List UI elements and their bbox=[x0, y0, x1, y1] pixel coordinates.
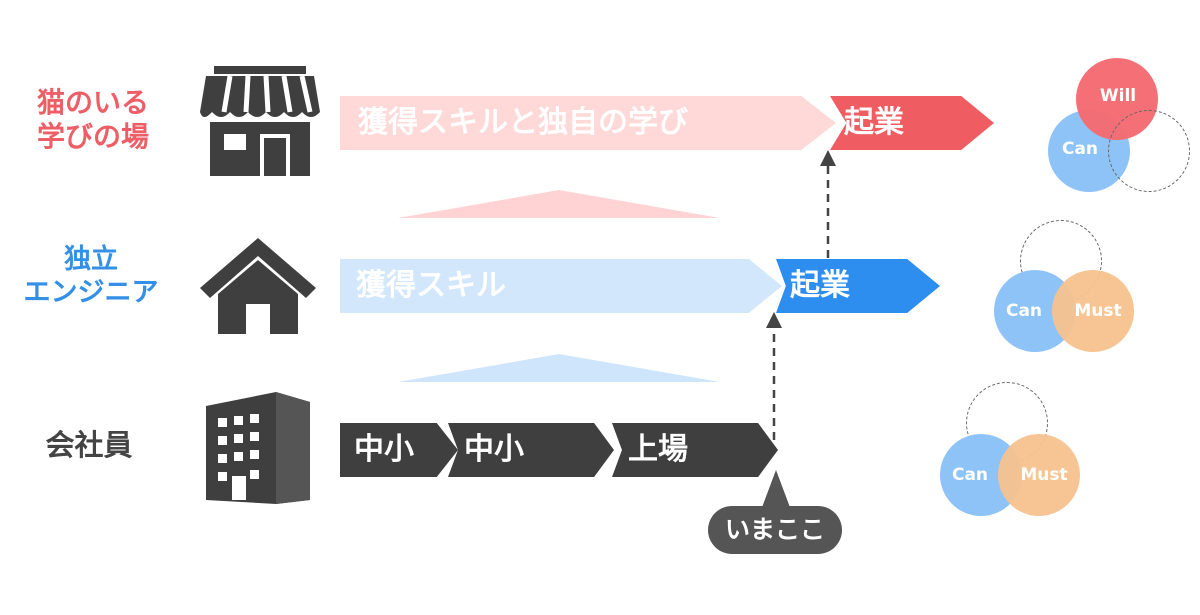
can-label: Can bbox=[951, 465, 989, 485]
cat-startup-label: 起業 bbox=[844, 105, 904, 140]
acquired-skills-arrow: 獲得スキル bbox=[340, 259, 782, 313]
employee-step-2-label: 中小 bbox=[464, 432, 524, 467]
will-label: Will bbox=[1099, 86, 1137, 106]
acquired-skills-learning-label: 獲得スキルと独自の学び bbox=[358, 105, 688, 140]
must-label: Must bbox=[1020, 465, 1068, 485]
can-label: Can bbox=[1005, 301, 1043, 321]
house-icon bbox=[200, 238, 316, 334]
office-building-icon bbox=[206, 392, 310, 504]
employee-step-1-arrow: 中小 bbox=[340, 423, 458, 477]
row-label-independent-line1: 独立 bbox=[64, 244, 118, 275]
acquired-skills-learning-arrow: 獲得スキルと独自の学び bbox=[340, 96, 836, 150]
dashed-arrow-to-independent-head bbox=[766, 312, 782, 328]
venn-will-can: Will Can bbox=[1040, 58, 1190, 198]
storefront-icon bbox=[200, 66, 320, 176]
employee-step-2-arrow: 中小 bbox=[448, 423, 614, 477]
upward-wedge-pink bbox=[398, 190, 720, 218]
dashed-arrow-to-cat-school-head bbox=[820, 150, 836, 166]
employee-step-3-label: 上場 bbox=[628, 432, 688, 467]
cat-startup-arrow: 起業 bbox=[830, 96, 994, 150]
row-label-cat-school-line1: 猫のいる bbox=[36, 86, 149, 119]
independent-startup-arrow: 起業 bbox=[776, 259, 940, 313]
row-label-employee: 会社員 bbox=[45, 428, 133, 462]
acquired-skills-label: 獲得スキル bbox=[356, 268, 506, 303]
independent-startup-label: 起業 bbox=[790, 268, 850, 303]
here-marker: いまここ bbox=[708, 506, 842, 554]
row-label-cat-school-line2: 学びの場 bbox=[36, 120, 149, 154]
venn-can-must-bottom: Can Must bbox=[936, 382, 1086, 522]
row-label-independent-line2: エンジニア bbox=[23, 276, 159, 308]
must-circle bbox=[1052, 270, 1134, 352]
row-label-independent: 独立 エンジニア bbox=[6, 244, 176, 310]
must-label: Must bbox=[1074, 301, 1122, 321]
employee-step-3-arrow: 上場 bbox=[612, 423, 778, 477]
upward-wedge-blue bbox=[398, 354, 720, 382]
must-circle bbox=[998, 434, 1080, 516]
employee-step-1-label: 中小 bbox=[354, 432, 414, 467]
can-label: Can bbox=[1061, 139, 1099, 159]
venn-can-must-middle: Can Must bbox=[990, 220, 1140, 360]
dashed-empty-circle bbox=[1108, 110, 1190, 192]
row-label-cat-school: 猫のいる 学びの場 bbox=[18, 86, 168, 154]
